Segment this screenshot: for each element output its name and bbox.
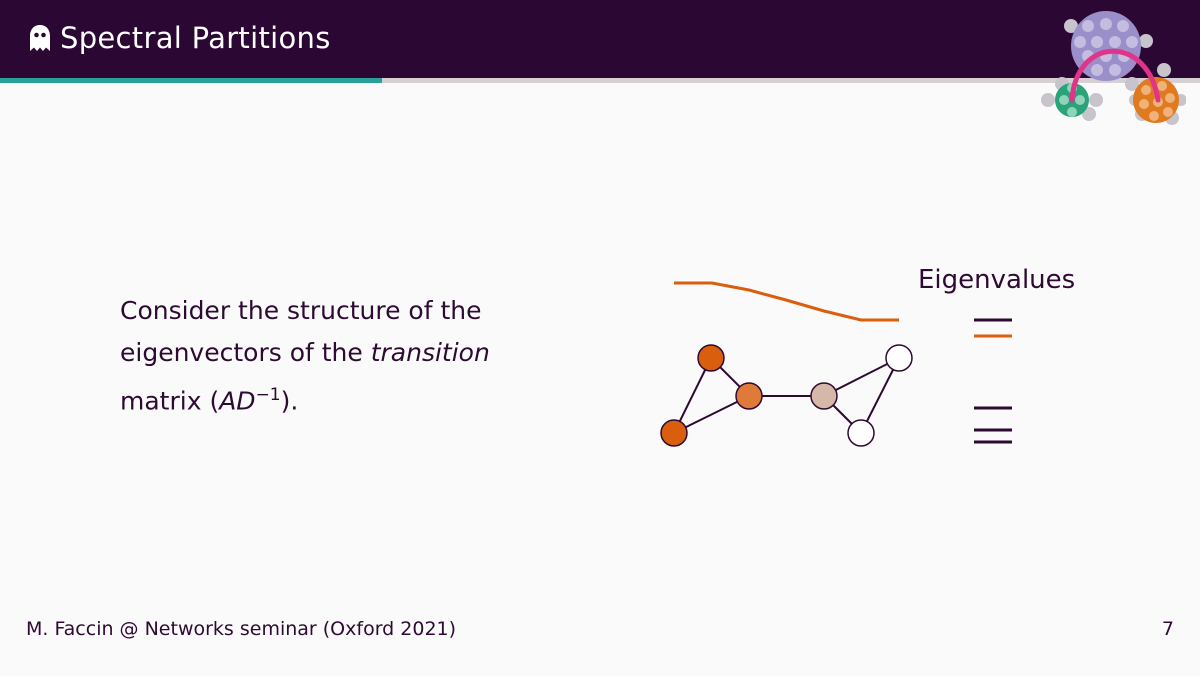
title-group: Spectral Partitions	[28, 18, 331, 58]
network-communities-logo	[1041, 11, 1186, 125]
graph-node	[697, 344, 725, 372]
graph-node	[735, 382, 763, 410]
header-bar: Spectral Partitions	[0, 0, 1200, 78]
footer-author: M. Faccin @ Networks seminar (Oxford 202…	[26, 618, 457, 640]
eigenvector-curve	[674, 281, 899, 322]
graph-diagram	[660, 281, 1012, 447]
body-line-2: eigenvectors of the transition	[120, 332, 540, 374]
graph-edge	[860, 357, 900, 434]
slide-title: Spectral Partitions	[60, 21, 331, 55]
graph-node	[660, 419, 688, 447]
math-exponent: −1	[255, 385, 281, 405]
body-line-3-close: ).	[280, 386, 299, 416]
transition-word: transition	[370, 338, 490, 367]
body-line-2-text: eigenvectors of the	[120, 338, 371, 367]
body-line-1: Consider the structure of the	[120, 296, 482, 325]
page-number: 7	[1161, 618, 1174, 640]
graph-node	[885, 344, 913, 372]
math-ad: AD	[219, 386, 256, 416]
graph-edge	[823, 357, 900, 397]
eigenvalues-label: Eigenvalues	[918, 265, 1076, 295]
progress-bar-fill	[0, 78, 382, 83]
graph-edge	[673, 357, 712, 434]
eigenvalue-markers	[974, 318, 1012, 444]
body-paragraph: Consider the structure of the eigenvecto…	[120, 290, 540, 422]
body-line-3: matrix (AD−1).	[120, 374, 540, 422]
graph-edge	[673, 395, 750, 434]
graph-node	[847, 419, 875, 447]
body-line-3-text: matrix (	[120, 386, 220, 416]
graph-node	[810, 382, 838, 410]
progress-bar	[0, 78, 1200, 83]
ghost-icon	[30, 25, 50, 51]
